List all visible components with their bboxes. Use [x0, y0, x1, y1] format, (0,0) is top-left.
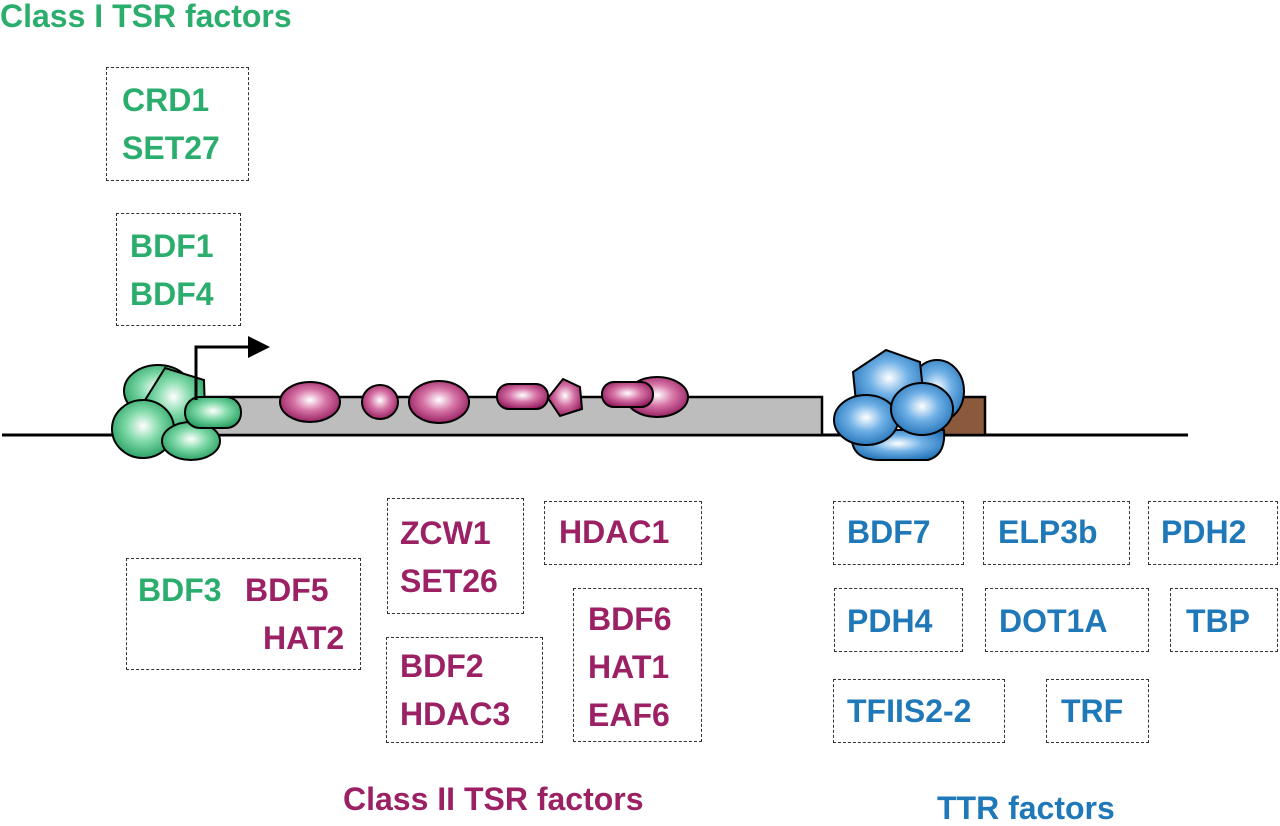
class2-protein [361, 384, 399, 420]
ttr-box-elp3b: ELP3b [983, 501, 1130, 565]
factor-label: HAT2 [263, 620, 345, 656]
factor-label: SET27 [122, 130, 220, 166]
class1-protein [184, 396, 242, 429]
class2-protein [546, 377, 584, 418]
factor-label: ELP3b [998, 514, 1098, 550]
class2-box-zcw1-set26: ZCW1 SET26 [387, 498, 524, 614]
factor-label: DOT1A [999, 603, 1108, 639]
factor-label: BDF6 [588, 601, 672, 637]
factor-label: BDF3 [138, 572, 222, 608]
factor-label: BDF2 [400, 648, 484, 684]
class1-complex [111, 364, 242, 461]
factor-label: HDAC3 [400, 696, 511, 732]
factor-label: TRF [1061, 693, 1124, 729]
class2-nucleosomes [279, 376, 689, 424]
class2-protein [408, 380, 470, 424]
factor-label: SET26 [400, 563, 498, 599]
ttr-complex [833, 348, 965, 461]
class2-protein [601, 381, 654, 408]
ttr-box-dot1a: DOT1A [985, 588, 1149, 652]
factor-label: HDAC1 [559, 514, 670, 550]
ttr-box-tfiis2-2: TFIIS2-2 [833, 679, 1005, 743]
mixed-box-bdf3-bdf5-hat2: BDF3 BDF5 HAT2 [126, 558, 361, 670]
factor-label: PDH2 [1161, 514, 1247, 550]
ttr-box-trf: TRF [1046, 679, 1149, 743]
ttr-box-pdh2: PDH2 [1148, 501, 1278, 565]
ttr-title: TTR factors [937, 790, 1115, 826]
class2-protein [279, 381, 341, 423]
factor-label: BDF5 [245, 572, 329, 608]
ttr-box-bdf7: BDF7 [833, 501, 964, 565]
class1-box-crd1-set27: CRD1 SET27 [106, 67, 249, 181]
factor-label: BDF1 [130, 228, 214, 264]
class2-title: Class II TSR factors [343, 781, 644, 817]
factor-label: ZCW1 [400, 515, 491, 551]
class1-box-bdf1-bdf4: BDF1 BDF4 [116, 213, 241, 326]
factor-label: BDF7 [847, 514, 931, 550]
class1-title: Class I TSR factors [0, 0, 292, 34]
ttr-box-pdh4: PDH4 [834, 588, 963, 652]
tss-arrow-icon [194, 336, 270, 400]
ttr-box-tbp: TBP [1170, 588, 1278, 652]
factor-label: TFIIS2-2 [847, 693, 972, 729]
factor-label: HAT1 [588, 649, 670, 685]
ttr-protein [833, 394, 899, 446]
factor-label: BDF4 [130, 276, 214, 312]
class2-box-bdf2-hdac3: BDF2 HDAC3 [386, 637, 543, 743]
class2-box-hdac1: HDAC1 [544, 501, 702, 565]
class2-box-bdf6-hat1-eaf6: BDF6 HAT1 EAF6 [573, 588, 702, 742]
factor-label: PDH4 [847, 603, 933, 639]
class2-protein [496, 383, 549, 410]
factor-label: TBP [1186, 603, 1250, 639]
ttr-protein [890, 382, 954, 436]
factor-label: CRD1 [122, 82, 210, 118]
factor-label: EAF6 [588, 697, 670, 733]
